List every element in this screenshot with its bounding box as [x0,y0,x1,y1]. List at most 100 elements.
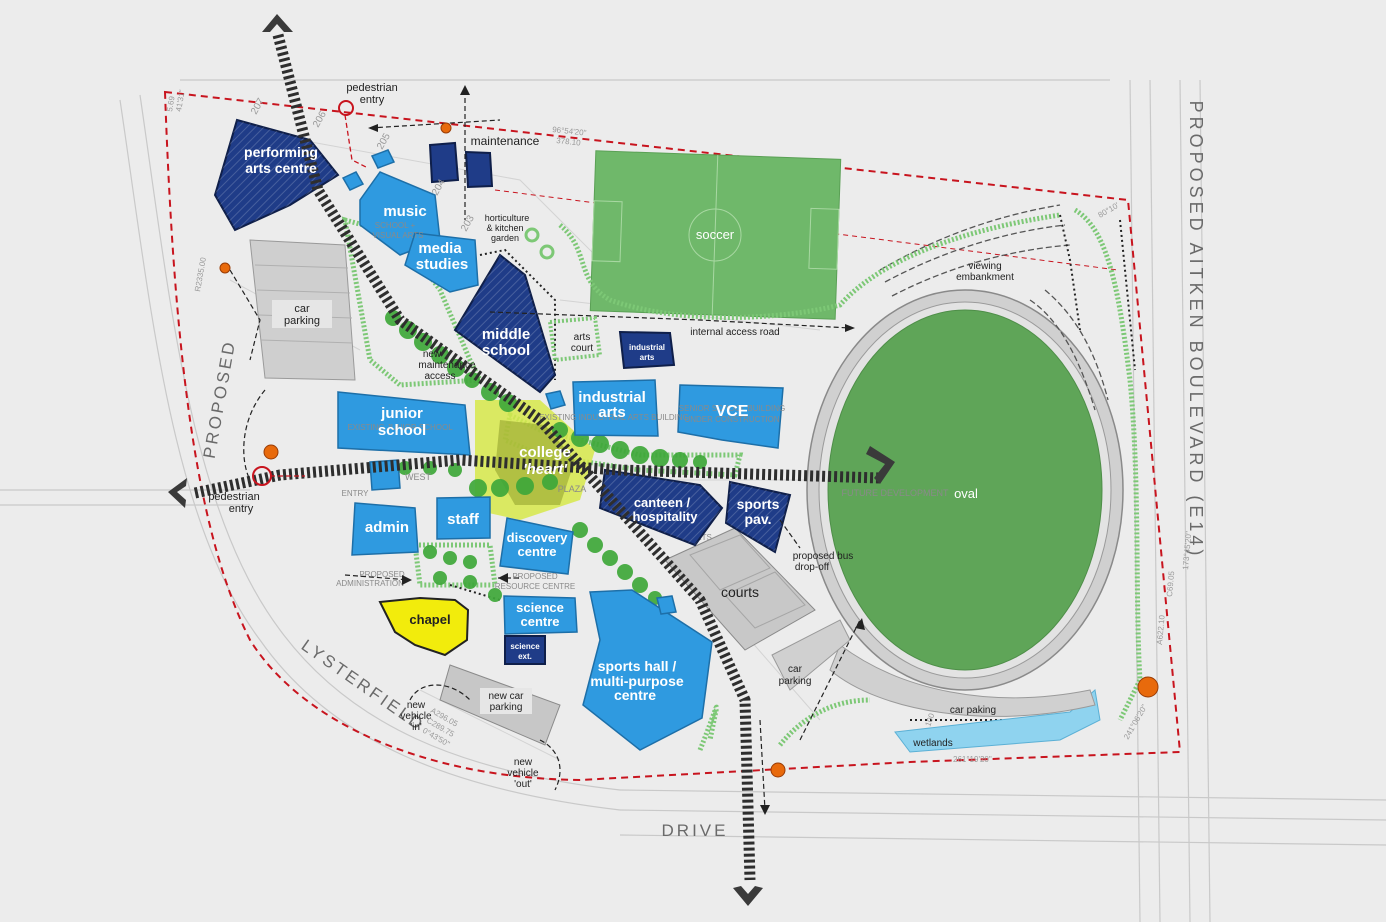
road-label-drive: DRIVE [662,821,729,840]
pedestrian-entry-top-label-1: pedestrian [346,82,397,94]
new-car-parking-label-2: parking [490,702,523,713]
maintenance-label: maintenance [471,134,540,148]
canteen-label-1: canteen / [634,495,691,510]
new-vehicle-in-label-2: vehicle [400,711,432,722]
dim-east-bearing: 173°45'20" [1181,531,1193,571]
car-park-west-label-2: parking [284,315,320,327]
proposed-bus-label-2: drop-off [795,562,830,573]
gateway-star-icon [770,762,786,778]
car-park-south-east [829,644,1096,717]
light-blue-buildings [337,149,784,751]
chapel [378,596,470,657]
proposed-admin-label-2: ADMINISTRATION [336,579,404,588]
new-vehicle-out-label-1: new [514,757,533,768]
entry-red-paths [270,114,369,477]
sports-hall-label-1: sports hall / [598,658,677,674]
viewing-embankment [879,204,1109,411]
industrial-arts-sub-label: EXISTING INDUSTRIAL ARTS BUILDING [539,413,689,422]
pedestrian-entry-left-label-2: entry [229,503,254,515]
music-sub-label-1: SCHOOL + [375,221,416,230]
dim-nw-b: 41'31" [174,89,187,113]
new-car-park-label-bg [480,688,532,714]
soccer-label: soccer [696,227,735,242]
vce-sub-label-2: UNDER CONSTRUCTION [684,415,779,424]
internal-access-road-label: internal access road [690,327,780,338]
new-vehicle-out-label-3: 'out' [514,779,532,790]
sports-hall-label-2: multi-purpose [590,673,684,689]
discovery-label-2: centre [517,544,556,559]
car-park-west-bays [254,264,354,344]
gateway-star-icon [1137,676,1159,698]
gateway-star-icon [440,122,452,134]
arrow-east-icon [866,446,895,484]
future-development-label: FUTURE DEVELOPMENT [841,488,949,498]
new-maintenance-access-label-3: access [424,371,455,382]
small-pod-2 [656,595,677,615]
college-heart-label-1: college [519,444,571,461]
oval-field [827,309,1103,671]
industrial-arts [572,379,659,437]
horticulture-label-1: horticulture [485,213,530,223]
pedestrian-entry-left-marker[interactable] [252,466,272,486]
arts-court-label-1: arts [574,332,591,343]
arrow-north-icon [262,14,293,32]
entry-label: ENTRY [342,489,370,498]
dim-nw-a: 5.69 [165,95,177,112]
science-ext-label-1: science [510,642,540,651]
maintenance-building-1 [428,141,460,184]
tree-canopy [378,310,707,605]
arts-court [547,315,603,363]
science-ext-label-2: ext. [518,652,532,661]
vce-label: VCE [716,403,749,420]
west-plaza-label: WEST [405,472,432,482]
arrow-south-icon [733,886,763,906]
dim-east-c: A622.10 [1155,614,1167,645]
media-label-1: media [418,240,462,257]
courts [664,527,816,651]
vce-building [677,384,784,449]
junior-school-label-2: school [378,422,426,439]
wetlands-label: wetlands [912,738,952,749]
industrial-arts-small-label-1: industrial [629,343,665,352]
horticulture-label-2: & kitchen [486,223,523,233]
pedestrian-entry-top-marker[interactable] [338,100,354,116]
vce-sub-label-1: SENIOR SCHOOL BUILDING [679,404,785,413]
staff-label: staff [447,511,480,528]
vehicle-arrowheads [368,85,865,815]
new-maintenance-access-label-1: new [423,349,442,360]
junior-school [337,391,471,456]
gateway-star-icon [263,444,279,460]
admin-label: admin [365,519,409,536]
courts-markings [689,534,806,629]
canteen-label-2: hospitality [632,509,698,524]
admin-building [351,502,419,556]
sports-hall [582,589,713,751]
new-maintenance-access-label-2: maintenance [418,360,476,371]
college-heart-label-2: 'heart' [523,461,567,478]
plaza-label: PLAZA [558,484,587,494]
car-park-south [771,619,851,691]
sports-pav-label-2: pav. [745,511,772,527]
performing-arts-label-2: arts centre [245,160,317,176]
science-centre [503,595,578,635]
road-label-aitken-boulevard: PROPOSED AITKEN BOULEVARD (E14) [1186,101,1206,560]
proposed-resource-label-2: RESOURCE CENTRE [495,582,575,591]
dim-north-length: 378.10 [556,136,582,148]
viewing-embankment-label-2: embankment [956,272,1014,283]
industrial-arts-small-label-2: arts [640,353,655,362]
car-park-west-label-1: car [294,303,310,315]
car-parking-south-label-1: car [788,664,803,675]
small-pod [545,390,566,410]
science-label-1: science [516,600,564,615]
kiosk-1 [370,149,396,169]
staff-building [436,496,491,540]
discovery-label-1: discovery [507,530,568,545]
car-park-west-label-bg [272,300,332,328]
dim-south-bearing: 261°19'20" [953,755,992,764]
media-label-2: studies [416,256,469,273]
chapel-label: chapel [409,612,450,627]
sports-hall-label-3: centre [614,687,656,703]
science-label-2: centre [520,614,559,629]
proposed-admin-label-1: PROPOSED [359,570,405,579]
